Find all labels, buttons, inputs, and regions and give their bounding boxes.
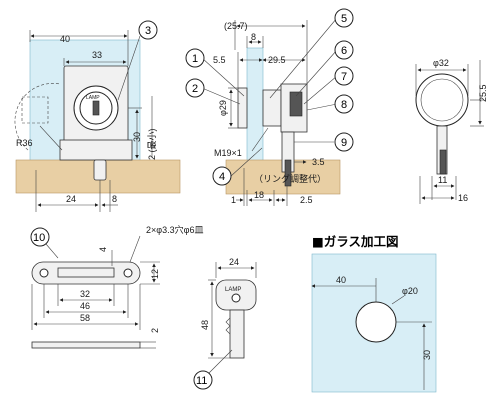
svg-text:6: 6 xyxy=(341,45,347,57)
dim-40: 40 xyxy=(60,34,70,44)
dim-32: 32 xyxy=(80,289,90,299)
dim-phi32: φ32 xyxy=(433,58,449,68)
dim-46: 46 xyxy=(80,301,90,311)
dim-25-7: (25.7) xyxy=(224,21,248,31)
dim-2-min: 2 (最小) xyxy=(147,128,157,160)
dim-12: 12 xyxy=(150,269,160,279)
dim-24: 24 xyxy=(66,194,76,204)
svg-text:7: 7 xyxy=(341,71,347,83)
svg-text:4: 4 xyxy=(219,171,225,183)
cylinder-brand: LAMP xyxy=(86,95,100,101)
thread-m19: M19×1 xyxy=(214,148,242,158)
dim-4: 4 xyxy=(98,247,108,252)
key-blade xyxy=(229,309,245,359)
glass-dim-40: 40 xyxy=(336,275,346,285)
dim-33: 33 xyxy=(92,50,102,60)
svg-text:2: 2 xyxy=(192,83,198,95)
callout-6 xyxy=(334,40,354,60)
dim-key-48: 48 xyxy=(200,320,210,330)
dim-30: 30 xyxy=(132,132,142,142)
dim-r36: R36 xyxy=(16,138,33,148)
glass-dim-30: 30 xyxy=(422,350,432,360)
cam-pin xyxy=(284,159,292,187)
callout-5 xyxy=(334,8,354,28)
callout-4 xyxy=(212,166,232,186)
svg-text:11: 11 xyxy=(196,375,207,387)
glass-hole xyxy=(355,301,397,343)
svg-text:1: 1 xyxy=(192,53,198,65)
glass-dim-phi20: φ20 xyxy=(402,286,418,296)
key-view: 24 LAMP 48 11 xyxy=(193,257,257,390)
callout-2 xyxy=(185,78,205,98)
front-view: LAMP R36 40 33 3 30 2 (最小) 24 8 xyxy=(14,20,181,212)
end-cylinder-outer xyxy=(415,73,469,127)
dim-25-5: 25.5 xyxy=(478,84,488,102)
dim-5-5: 5.5 xyxy=(213,55,226,65)
dim-18: 18 xyxy=(254,190,264,200)
callout-7 xyxy=(334,66,354,86)
swing-arc xyxy=(14,83,61,151)
dim-16: 16 xyxy=(458,193,468,203)
callout-1 xyxy=(185,48,205,68)
dim-phi29: φ29 xyxy=(218,100,228,116)
screw-hole-right xyxy=(123,268,133,278)
svg-text:9: 9 xyxy=(341,137,347,149)
strike-plate-view: 10 2×φ3.3穴φ6皿 4 12 32 46 58 2 xyxy=(30,224,203,349)
keyhole xyxy=(92,100,100,116)
spring-mechanism xyxy=(289,91,303,117)
dim-8: 8 xyxy=(112,194,117,204)
svg-text:10: 10 xyxy=(33,232,45,244)
cam xyxy=(93,159,107,181)
end-view: φ32 25.5 11 16 xyxy=(415,58,488,204)
dim-2: 2 xyxy=(150,328,160,333)
key-brand: LAMP xyxy=(225,287,241,293)
dim-29-5: 29.5 xyxy=(268,55,286,65)
glass-processing-title: ■ガラス加工図 xyxy=(312,234,399,249)
callout-9 xyxy=(334,132,354,152)
dim-3-5: 3.5 xyxy=(312,157,325,167)
open-position-outline xyxy=(21,96,49,124)
dim-1: 1 xyxy=(231,195,236,205)
screw-hole-left xyxy=(39,268,49,278)
side-view: (25.7) 8 5.5 29.5 φ29 M19×1 3.5 （リング調整代）… xyxy=(185,8,354,206)
callout-3 xyxy=(138,20,158,40)
svg-text:8: 8 xyxy=(341,99,347,111)
end-cylinder-inner xyxy=(420,78,464,122)
dim-2-5: 2.5 xyxy=(300,195,313,205)
dim-58: 58 xyxy=(80,313,90,323)
cylinder-flange xyxy=(237,87,248,129)
svg-text:5: 5 xyxy=(341,13,347,25)
callout-8 xyxy=(334,94,354,114)
dim-8-side: 8 xyxy=(251,32,256,42)
glass-section xyxy=(246,47,264,169)
dim-key-24: 24 xyxy=(229,257,239,267)
callout-10 xyxy=(30,227,50,247)
ring-adjust-note: （リング調整代） xyxy=(254,173,326,184)
hole-note: 2×φ3.3穴φ6皿 xyxy=(146,224,203,235)
key-ring-hole xyxy=(231,293,241,303)
strike-plate-profile xyxy=(31,341,141,349)
svg-text:3: 3 xyxy=(145,25,151,37)
r36-leader xyxy=(39,125,63,151)
glass-processing-view: ■ガラス加工図 40 φ20 30 xyxy=(311,234,437,393)
key-teeth xyxy=(225,317,231,335)
lock-bracket xyxy=(59,139,133,161)
callout-11 xyxy=(193,370,213,390)
end-cam-pin xyxy=(439,149,447,175)
strike-slot xyxy=(57,267,115,278)
dim-11: 11 xyxy=(438,175,447,185)
